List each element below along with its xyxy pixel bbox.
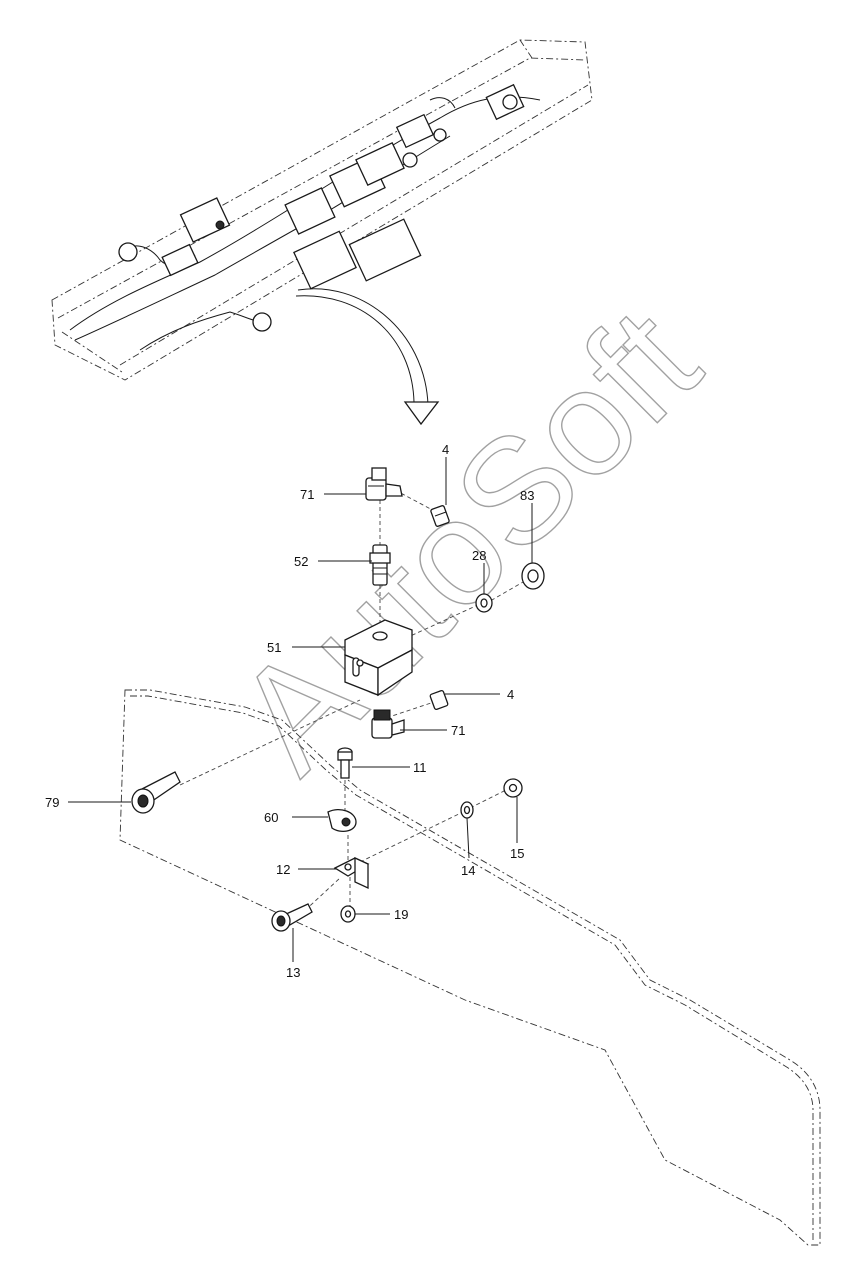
part-bolt-13 — [271, 903, 313, 932]
part-screw-11 — [337, 747, 353, 779]
part-washer-14 — [460, 801, 474, 819]
leader-lines — [68, 457, 533, 962]
label-11: 11 — [413, 760, 427, 775]
part-nut-15 — [503, 778, 523, 798]
label-52: 52 — [294, 554, 308, 569]
zoom-arrow — [295, 288, 440, 426]
part-elbow-fitting-top — [365, 467, 403, 501]
chassis-frame-rails — [51, 39, 593, 381]
label-71-top: 71 — [300, 487, 314, 502]
label-28: 28 — [472, 548, 486, 563]
label-4-top: 4 — [442, 442, 449, 457]
label-19: 19 — [394, 907, 408, 922]
callout-labels: 4 71 83 28 52 51 4 71 11 79 60 15 12 14 … — [45, 442, 534, 980]
label-12: 12 — [276, 862, 290, 877]
part-bolt-79 — [131, 771, 181, 814]
label-79: 79 — [45, 795, 59, 810]
part-straight-connector — [369, 544, 391, 586]
label-15: 15 — [510, 846, 524, 861]
part-clip-60 — [327, 808, 357, 833]
watermark-text: AutoSoft — [204, 277, 730, 803]
part-washer-28 — [475, 593, 493, 613]
part-insert-mid — [429, 690, 449, 710]
label-71-mid: 71 — [451, 723, 465, 738]
part-nut-83 — [521, 562, 545, 590]
label-4-mid: 4 — [507, 687, 514, 702]
part-bracket-51 — [344, 619, 413, 697]
label-51: 51 — [267, 640, 281, 655]
label-14: 14 — [461, 863, 475, 878]
chassis-components — [118, 83, 525, 332]
label-13: 13 — [286, 965, 300, 980]
part-insert-top — [430, 505, 450, 527]
part-elbow-fitting-mid — [371, 709, 405, 739]
part-nut-19 — [340, 905, 356, 923]
body-panel-outline — [119, 689, 821, 1246]
label-60: 60 — [264, 810, 278, 825]
part-angle-bracket-12 — [333, 856, 370, 890]
label-83: 83 — [520, 488, 534, 503]
chassis-overview — [51, 39, 593, 381]
